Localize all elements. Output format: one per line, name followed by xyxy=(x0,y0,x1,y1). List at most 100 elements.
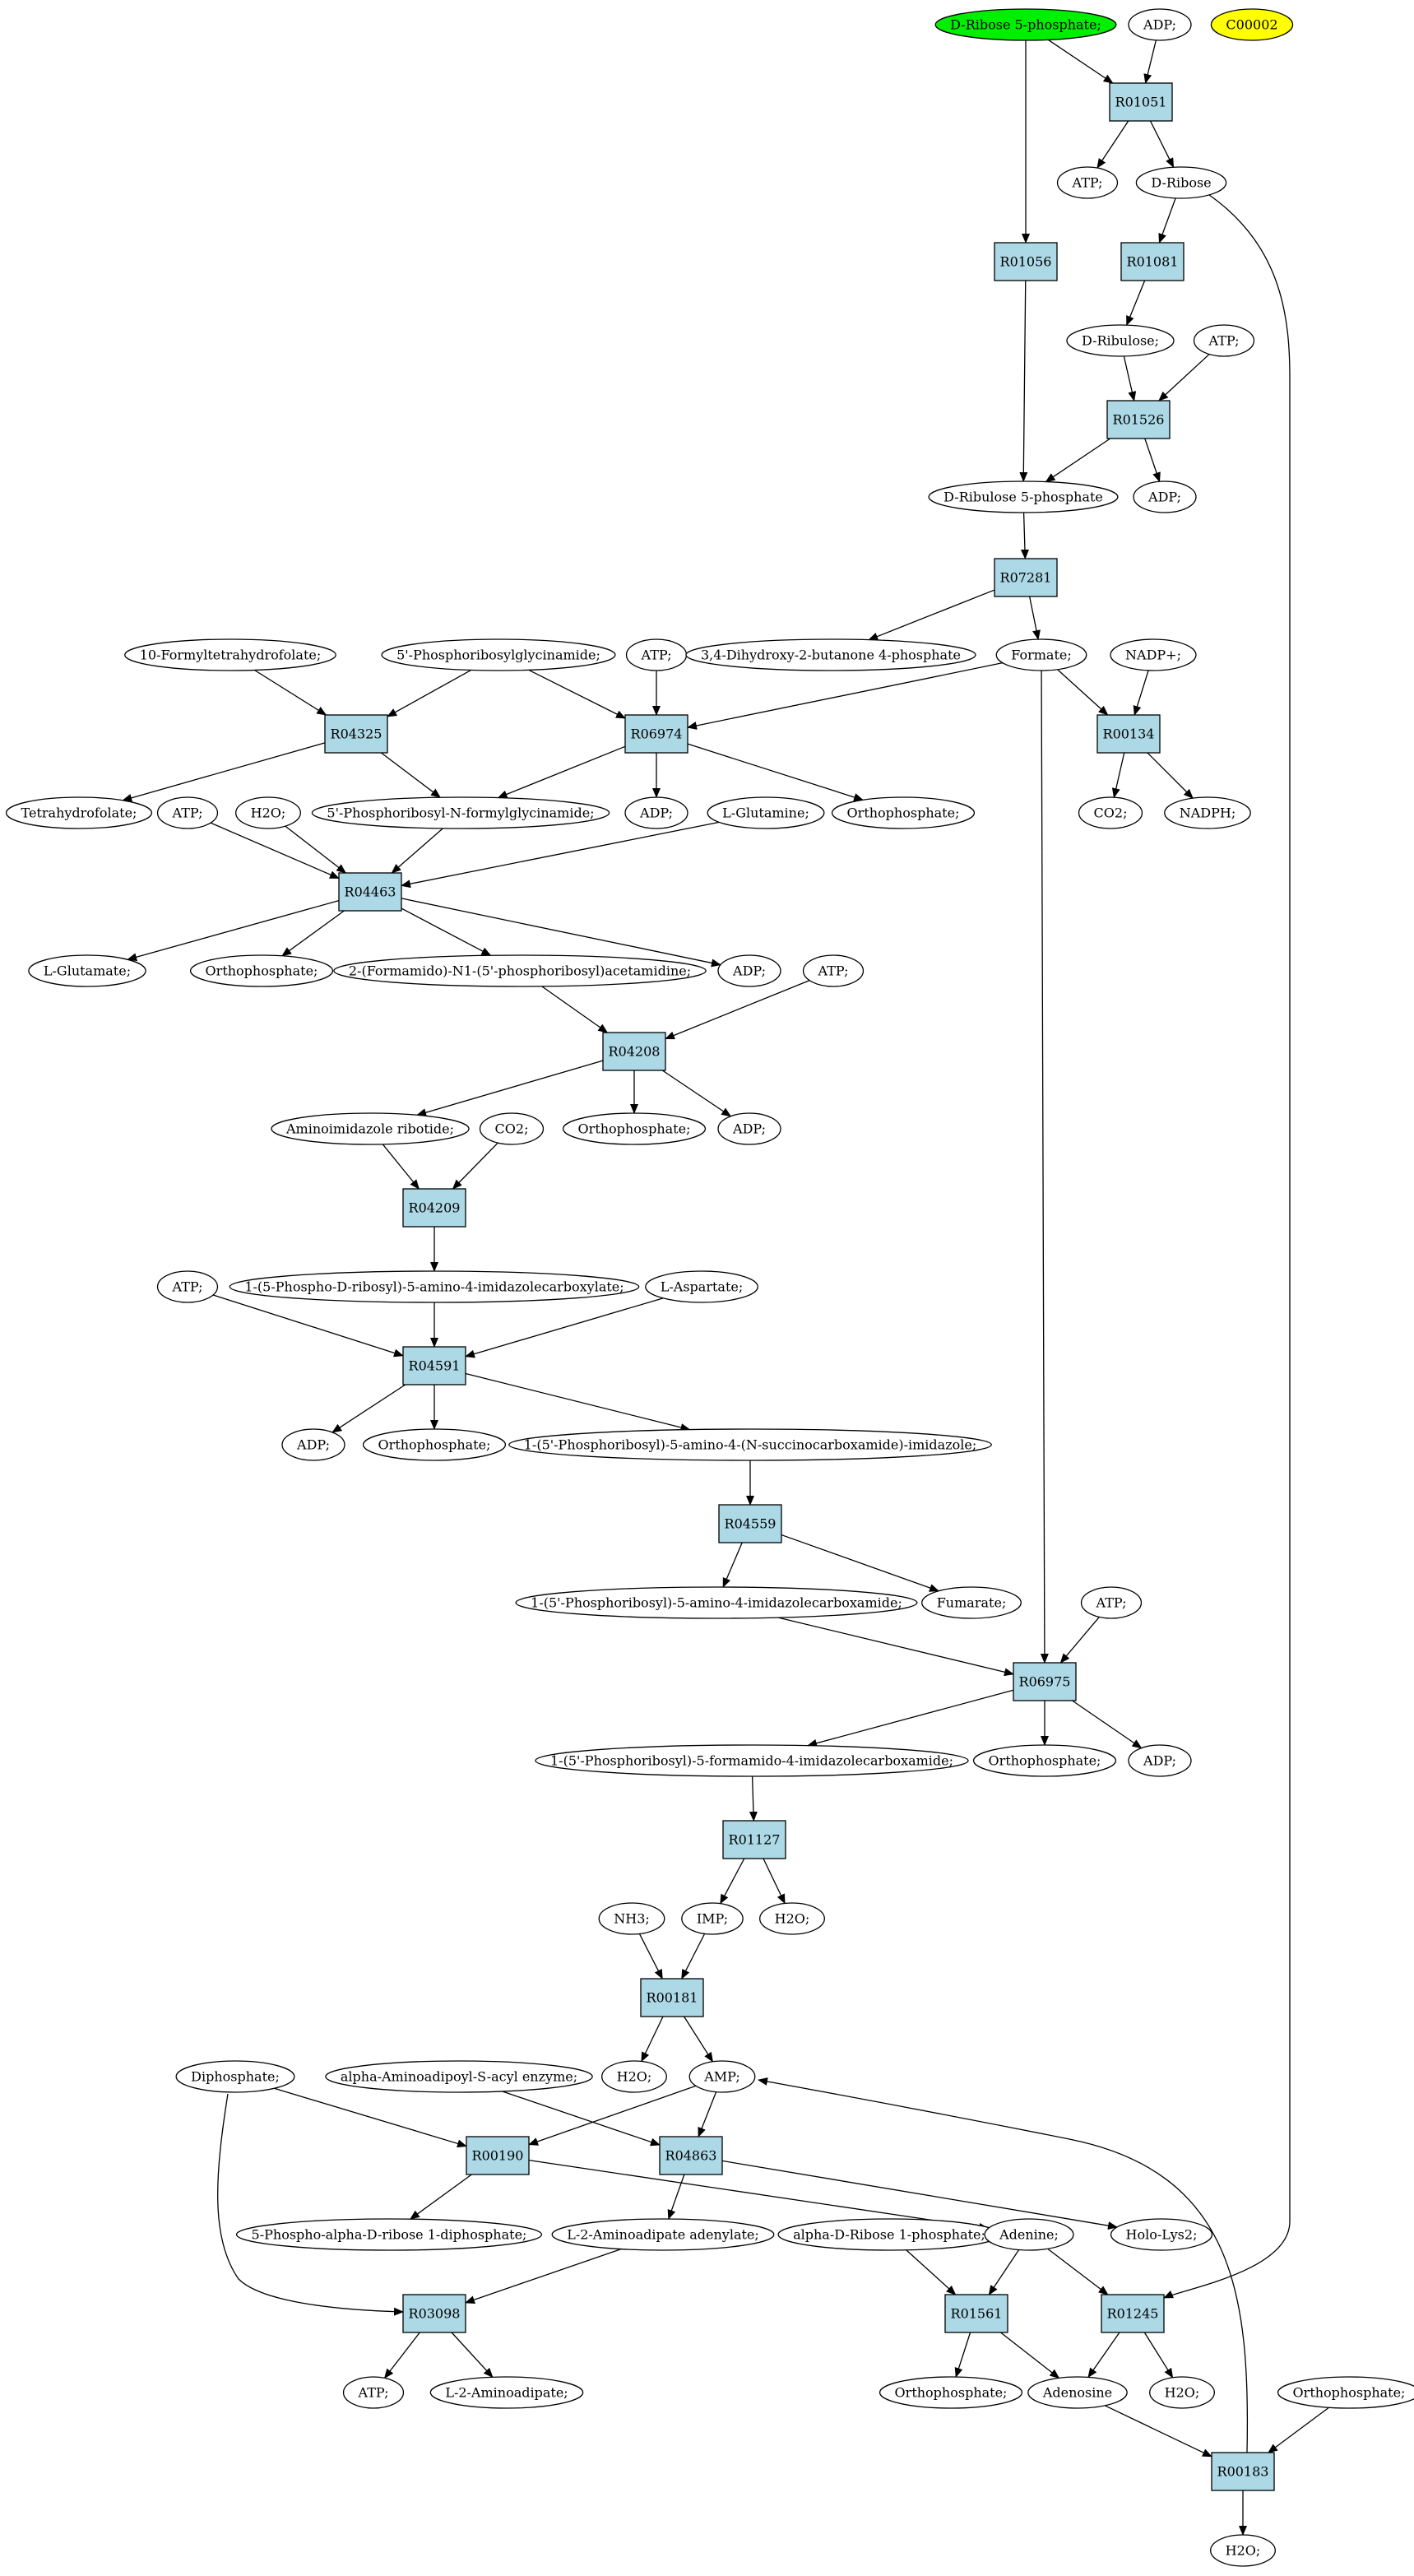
compound-node-c_adp6[interactable]: ADP; xyxy=(281,1428,345,1461)
compound-node-c_fthf[interactable]: 10-Formyltetrahydrofolate; xyxy=(124,638,336,671)
compound-node-c_atp4[interactable]: ATP; xyxy=(156,796,219,829)
edges-layer xyxy=(122,39,1329,2536)
compound-node-c_atp7[interactable]: ATP; xyxy=(1080,1586,1143,1619)
reaction-node-r_R01127[interactable]: R01127 xyxy=(722,1820,786,1859)
compound-node-c_dribulose[interactable]: D-Ribulose; xyxy=(1066,324,1175,357)
reaction-node-r_R07281[interactable]: R07281 xyxy=(994,558,1058,597)
compound-node-c_pi5[interactable]: Orthophosphate; xyxy=(972,1744,1117,1777)
compound-node-c_pi2[interactable]: Orthophosphate; xyxy=(189,954,334,987)
reaction-node-r_R00181[interactable]: R00181 xyxy=(640,1978,704,2017)
compound-node-c_air[interactable]: Aminoimidazole ribotide; xyxy=(271,1112,470,1145)
compound-node-c_fgar[interactable]: 5'-Phosphoribosyl-N-formylglycinamide; xyxy=(311,796,610,829)
compound-node-c_adp1[interactable]: ADP; xyxy=(1128,8,1192,41)
reaction-node-r_R04209[interactable]: R04209 xyxy=(402,1188,466,1228)
compound-node-c_thf[interactable]: Tetrahydrofolate; xyxy=(5,796,153,829)
compound-node-c_r1p[interactable]: alpha-D-Ribose 1-phosphate; xyxy=(777,2218,1001,2251)
compound-node-c_l2aa[interactable]: L-2-Aminoadipate; xyxy=(429,2376,584,2409)
compound-node-c_prpp[interactable]: 5-Phospho-alpha-D-ribose 1-diphosphate; xyxy=(235,2218,543,2251)
reaction-node-r_R01245[interactable]: R01245 xyxy=(1101,2294,1165,2333)
reaction-node-r_R06974[interactable]: R06974 xyxy=(624,714,688,754)
reaction-node-r_R04463[interactable]: R04463 xyxy=(338,872,402,912)
compound-node-c_ppi[interactable]: Diphosphate; xyxy=(175,2060,295,2093)
compound-node-c_h2o4[interactable]: H2O; xyxy=(1149,2376,1215,2409)
reaction-node-r_R04863[interactable]: R04863 xyxy=(659,2136,723,2175)
compound-node-c_pi1[interactable]: Orthophosphate; xyxy=(831,796,976,829)
compound-node-c_aicar[interactable]: 1-(5'-Phosphoribosyl)-5-amino-4-imidazol… xyxy=(515,1586,918,1619)
reaction-node-r_R01561[interactable]: R01561 xyxy=(944,2294,1008,2333)
node-label: ATP; xyxy=(172,805,203,821)
compound-node-c_fgam[interactable]: 2-(Formamido)-N1-(5'-phosphoribosyl)acet… xyxy=(333,954,707,987)
node-label: D-Ribulose 5-phosphate xyxy=(943,490,1103,505)
node-label: ADP; xyxy=(732,1121,766,1137)
compound-node-c_adp2[interactable]: ADP; xyxy=(1133,480,1197,513)
compound-node-c_adp7[interactable]: ADP; xyxy=(1128,1744,1192,1777)
compound-node-c_pi7[interactable]: Orthophosphate; xyxy=(1277,2376,1414,2409)
compound-node-c_nh3[interactable]: NH3; xyxy=(598,1902,665,1935)
node-label: H2O; xyxy=(1165,2385,1200,2401)
reaction-node-r_R04325[interactable]: R04325 xyxy=(324,714,388,754)
compound-node-c_c00002[interactable]: C00002 xyxy=(1210,8,1294,41)
compound-node-c_nadph[interactable]: NADPH; xyxy=(1164,796,1251,829)
compound-node-c_adenine[interactable]: Adenine; xyxy=(984,2218,1074,2251)
compound-node-c_formate[interactable]: Formate; xyxy=(995,638,1087,671)
compound-node-c_lglu[interactable]: L-Glutamate; xyxy=(28,954,146,987)
compound-node-c_atp1[interactable]: ATP; xyxy=(1056,166,1119,199)
compound-node-c_lasp[interactable]: L-Aspartate; xyxy=(645,1270,758,1303)
compound-node-c_atp2[interactable]: ATP; xyxy=(1193,324,1255,357)
compound-node-c_h2o5[interactable]: H2O; xyxy=(1210,2534,1276,2567)
reaction-box xyxy=(1101,2294,1165,2333)
compound-node-c_adp5[interactable]: ADP; xyxy=(717,1112,781,1145)
compound-node-c_atp8[interactable]: ATP; xyxy=(342,2376,405,2409)
compound-node-c_aaaden[interactable]: L-2-Aminoadipate adenylate; xyxy=(551,2218,775,2251)
compound-node-c_amp[interactable]: AMP; xyxy=(688,2060,756,2093)
compound-node-c_cair[interactable]: 1-(5-Phospho-D-ribosyl)-5-amino-4-imidaz… xyxy=(229,1270,640,1303)
reaction-node-r_R04591[interactable]: R04591 xyxy=(402,1346,466,1385)
compound-node-c_h2o2[interactable]: H2O; xyxy=(759,1902,825,1935)
compound-node-c_fum[interactable]: Fumarate; xyxy=(921,1586,1022,1619)
reaction-node-r_R01526[interactable]: R01526 xyxy=(1106,400,1171,439)
reaction-node-r_R01051[interactable]: R01051 xyxy=(1109,82,1173,122)
compound-node-c_co2a[interactable]: CO2; xyxy=(1078,796,1143,829)
compound-node-c_r5p[interactable]: D-Ribose 5-phosphate; xyxy=(934,8,1117,41)
compound-node-c_pi3[interactable]: Orthophosphate; xyxy=(562,1112,707,1145)
compound-node-c_lgln[interactable]: L-Glutamine; xyxy=(707,796,825,829)
reaction-node-r_R00190[interactable]: R00190 xyxy=(466,2136,530,2175)
compound-ellipse xyxy=(508,1428,992,1461)
reaction-box xyxy=(722,1820,786,1859)
reaction-node-r_R01056[interactable]: R01056 xyxy=(994,242,1058,281)
compound-node-c_ru5p[interactable]: D-Ribulose 5-phosphate xyxy=(928,480,1119,513)
compound-node-c_aaacyl[interactable]: alpha-Aminoadipoyl-S-acyl enzyme; xyxy=(325,2060,593,2093)
compound-ellipse xyxy=(802,954,865,987)
compound-node-c_nadp[interactable]: NADP+; xyxy=(1110,638,1197,671)
reaction-node-r_R03098[interactable]: R03098 xyxy=(402,2294,466,2333)
reaction-node-r_R00134[interactable]: R00134 xyxy=(1096,714,1161,754)
compound-node-c_saicar[interactable]: 1-(5'-Phosphoribosyl)-5-amino-4-(N-succi… xyxy=(508,1428,992,1461)
compound-node-c_adenosine[interactable]: Adenosine xyxy=(1027,2376,1128,2409)
compound-node-c_dhbp[interactable]: 3,4-Dihydroxy-2-butanone 4-phosphate xyxy=(685,638,976,671)
compound-node-c_holo[interactable]: Holo-Lys2; xyxy=(1110,2218,1213,2251)
reaction-node-r_R04208[interactable]: R04208 xyxy=(602,1032,666,1071)
compound-node-c_dribose[interactable]: D-Ribose xyxy=(1135,166,1227,199)
compound-node-c_faicar[interactable]: 1-(5'-Phosphoribosyl)-5-formamido-4-imid… xyxy=(535,1744,969,1777)
reaction-node-r_R00183[interactable]: R00183 xyxy=(1211,2452,1275,2491)
reaction-node-r_R04559[interactable]: R04559 xyxy=(718,1504,782,1543)
compound-node-c_imp[interactable]: IMP; xyxy=(681,1902,744,1935)
compound-node-c_h2o1[interactable]: H2O; xyxy=(235,796,301,829)
compound-node-c_atp3[interactable]: ATP; xyxy=(625,638,688,671)
compound-node-c_atp5[interactable]: ATP; xyxy=(802,954,865,987)
compound-ellipse xyxy=(688,2060,756,2093)
compound-ellipse xyxy=(189,954,334,987)
compound-node-c_pi6[interactable]: Orthophosphate; xyxy=(879,2376,1023,2409)
compound-node-c_adp4[interactable]: ADP; xyxy=(717,954,781,987)
compound-node-c_h2o3[interactable]: H2O; xyxy=(601,2060,667,2093)
reaction-node-r_R06975[interactable]: R06975 xyxy=(1013,1662,1077,1701)
edge-c_formate-to-r_R00134 xyxy=(1057,669,1109,716)
compound-node-c_adp3[interactable]: ADP; xyxy=(624,796,688,829)
compound-node-c_pi4[interactable]: Orthophosphate; xyxy=(362,1428,507,1461)
compound-node-c_co2b[interactable]: CO2; xyxy=(479,1112,545,1145)
reaction-node-r_R01081[interactable]: R01081 xyxy=(1120,242,1185,281)
compound-node-c_atp6[interactable]: ATP; xyxy=(156,1270,219,1303)
node-label: L-2-Aminoadipate; xyxy=(445,2385,568,2401)
compound-ellipse xyxy=(1210,2534,1276,2567)
compound-node-c_gar[interactable]: 5'-Phosphoribosylglycinamide; xyxy=(381,638,616,671)
